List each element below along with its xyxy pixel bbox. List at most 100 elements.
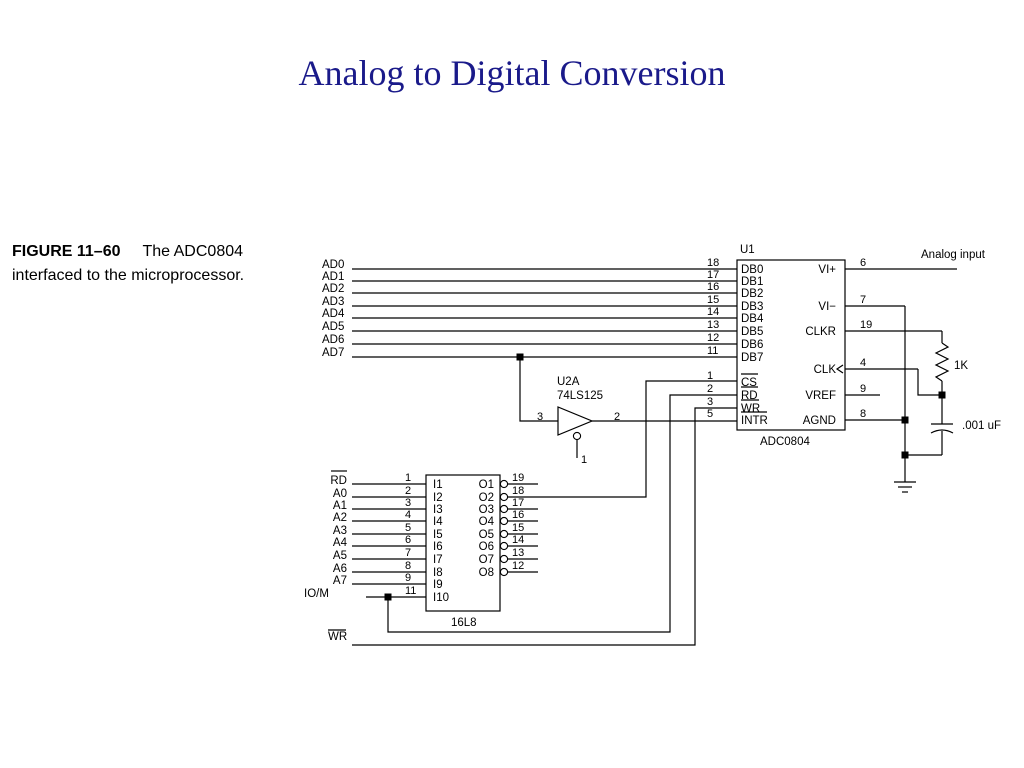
pld-part-label: 16L8	[451, 617, 477, 629]
capacitor-value: .001 uF	[962, 420, 1001, 432]
adc-pin-vref: VREF	[805, 390, 836, 402]
adc-pin-number: 13	[707, 319, 719, 331]
adc-pin-agnd: AGND	[803, 415, 836, 427]
resistor-1k	[934, 342, 950, 382]
buffer-74ls125	[557, 406, 594, 436]
pld-pin-number: 16	[512, 509, 524, 521]
input-signal-rd: RD	[330, 475, 347, 487]
inversion-bubble	[499, 554, 509, 564]
buffer-pin-number: 1	[581, 454, 587, 466]
pld-pin-number: 4	[405, 509, 411, 521]
input-signal-a3: A3	[333, 525, 347, 537]
pld-pin-number: 5	[405, 522, 411, 534]
inversion-bubble	[499, 541, 509, 551]
ad7-to-buffer-wire	[519, 357, 558, 422]
adc-pin-db1: DB1	[741, 276, 763, 288]
adc-pin-db7: DB7	[741, 352, 763, 364]
clk-wire	[917, 369, 942, 396]
figure-number: FIGURE 11–60	[12, 243, 121, 260]
adc-pin-number: 12	[707, 332, 719, 344]
adc-ref-label: U1	[740, 244, 755, 256]
pld-pin-o7: O7	[479, 554, 494, 566]
inversion-bubble	[499, 492, 509, 502]
pld-pin-number: 1	[405, 472, 411, 484]
buffer-ref-label: U2A	[557, 376, 580, 388]
pld-pin-i8: I8	[433, 567, 443, 579]
pld-pin-number: 18	[512, 485, 524, 497]
resistor-value: 1K	[954, 360, 968, 372]
adc-pin-number: 5	[707, 408, 713, 420]
pld-pin-i3: I3	[433, 504, 443, 516]
capacitor-plate	[930, 429, 954, 434]
bus-label-ad2: AD2	[322, 283, 344, 295]
pld-pin-o1: O1	[479, 479, 494, 491]
adc-pin-number: 15	[707, 294, 719, 306]
adc-pin-cs: CS	[741, 377, 757, 389]
junction-dot	[901, 451, 909, 459]
adc-part-label: ADC0804	[760, 436, 810, 448]
adc-pin-vi: VI+	[818, 264, 836, 276]
pld-pin-i9: I9	[433, 579, 443, 591]
bus-label-ad3: AD3	[322, 296, 344, 308]
pld-pin-o5: O5	[479, 529, 494, 541]
pld-pin-i2: I2	[433, 492, 443, 504]
pld-pin-number: 13	[512, 547, 524, 559]
adc-pin-number: 6	[860, 257, 866, 269]
pld-pin-number: 2	[405, 485, 411, 497]
adc-pin-number: 16	[707, 281, 719, 293]
pld-pin-i1: I1	[433, 479, 443, 491]
adc-pin-number: 9	[860, 383, 866, 395]
pld-pin-i10: I10	[433, 592, 449, 604]
adc-pin-number: 4	[860, 357, 866, 369]
input-signal-a2: A2	[333, 512, 347, 524]
buffer-pin-number: 3	[537, 411, 543, 423]
pld-16l8-chip	[425, 474, 501, 612]
adc-pin-intr: INTR	[741, 415, 768, 427]
inversion-bubble	[499, 479, 509, 489]
bus-label-ad1: AD1	[322, 271, 344, 283]
bus-label-ad4: AD4	[322, 308, 345, 320]
analog-input-label: Analog input	[921, 249, 986, 261]
wr-wire	[352, 407, 737, 646]
inversion-bubble	[572, 431, 582, 441]
adc-pin-number: 7	[860, 294, 866, 306]
inversion-bubble	[499, 504, 509, 514]
pld-pin-i6: I6	[433, 541, 443, 553]
inversion-bubble	[499, 567, 509, 577]
pld-pin-number: 8	[405, 560, 411, 572]
input-signal-a6: A6	[333, 563, 347, 575]
pld-pin-number: 12	[512, 560, 524, 572]
adc-pin-number: 1	[707, 370, 713, 382]
pld-pin-i7: I7	[433, 554, 443, 566]
adc-pin-number: 18	[707, 257, 719, 269]
inversion-bubble	[499, 529, 509, 539]
adc-pin-db4: DB4	[741, 313, 764, 325]
pld-pin-i4: I4	[433, 516, 443, 528]
adc-pin-number: 17	[707, 269, 719, 281]
pld-pin-i5: I5	[433, 529, 443, 541]
adc-pin-db3: DB3	[741, 301, 763, 313]
pld-pin-o8: O8	[479, 567, 494, 579]
adc-pin-number: 8	[860, 408, 866, 420]
adc-pin-db6: DB6	[741, 339, 763, 351]
buffer-part-label: 74LS125	[557, 390, 603, 402]
input-signal-a4: A4	[333, 537, 348, 549]
pld-pin-o3: O3	[479, 504, 494, 516]
bus-label-ad6: AD6	[322, 334, 344, 346]
slide-title: Analog to Digital Conversion	[298, 53, 726, 93]
adc-pin-db0: DB0	[741, 264, 763, 276]
cs-wire	[538, 380, 737, 498]
pld-pin-number: 15	[512, 522, 524, 534]
adc-pin-clkr: CLKR	[805, 326, 836, 338]
bus-label-ad0: AD0	[322, 259, 344, 271]
pld-pin-number: 11	[405, 585, 416, 597]
clk-input-arrow	[835, 364, 844, 374]
pld-pin-number: 14	[512, 534, 524, 546]
bus-label-ad7: AD7	[322, 347, 344, 359]
input-signal-a0: A0	[333, 488, 347, 500]
pld-pin-o4: O4	[479, 516, 495, 528]
pld-pin-o6: O6	[479, 541, 494, 553]
input-signal-a7: A7	[333, 575, 347, 587]
